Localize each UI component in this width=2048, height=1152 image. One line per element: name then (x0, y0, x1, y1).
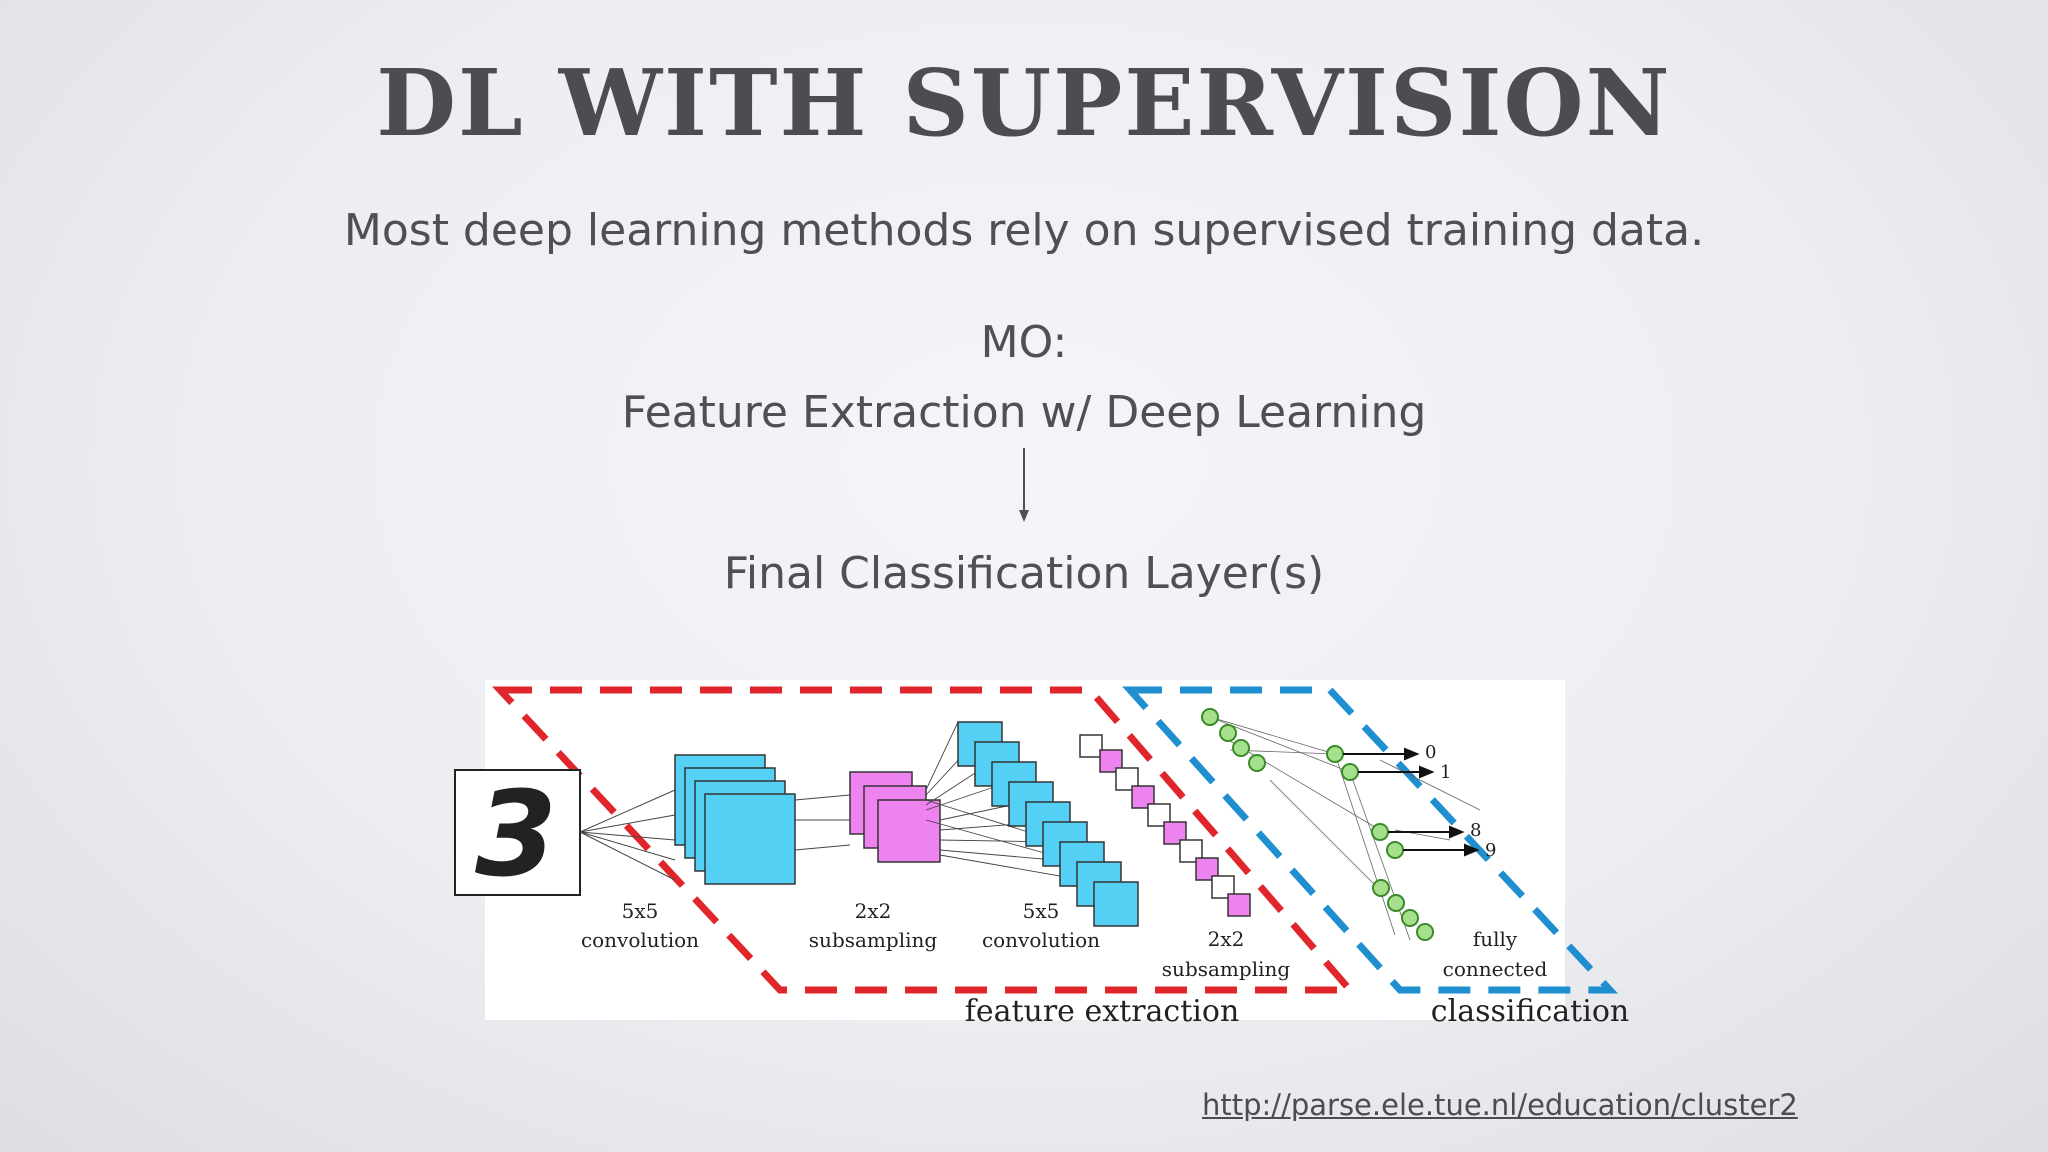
source-link[interactable]: http://parse.ele.tue.nl/education/cluste… (1202, 1088, 1798, 1122)
stage2-op-label: subsampling (809, 928, 938, 952)
conv1-connections (794, 794, 851, 851)
classification-boundary (1122, 686, 1619, 994)
down-arrow-icon (1019, 448, 1029, 522)
conv2-feature-maps (957, 721, 1139, 927)
slide-title: DL WITH SUPERVISION (376, 49, 1672, 157)
subsample1-feature-maps (849, 771, 941, 863)
input-digit: 3 (475, 765, 557, 903)
stage4-kernel-label: 2x2 (1208, 927, 1245, 951)
output-label-9: 9 (1485, 840, 1496, 861)
input-connections (579, 789, 676, 881)
stage3-op-label: convolution (982, 928, 1100, 952)
output-arrows (1343, 747, 1480, 857)
classification-caption: classification (1431, 994, 1629, 1029)
input-image (454, 769, 581, 896)
output-label-1: 1 (1440, 762, 1451, 783)
subsample2-feature-maps (1079, 734, 1251, 917)
stage1-kernel-label: 5x5 (622, 899, 659, 923)
stage3-kernel-label: 5x5 (1023, 899, 1060, 923)
stage2-kernel-label: 2x2 (855, 899, 892, 923)
diagram-background (485, 680, 1565, 1020)
classification-step: Final Classification Layer(s) (723, 548, 1325, 599)
stage1-op-label: convolution (581, 928, 699, 952)
slide-subtitle: Most deep learning methods rely on super… (343, 205, 1705, 256)
fc-neurons (1201, 708, 1434, 941)
feature-extraction-caption: feature extraction (965, 994, 1240, 1029)
stage5-kernel-label: fully (1473, 927, 1518, 951)
fc-connections (1209, 716, 1481, 941)
output-label-0: 0 (1425, 742, 1436, 763)
stage5-op-label: connected (1443, 957, 1548, 981)
mo-label: MO: (980, 317, 1068, 368)
feature-extraction-step: Feature Extraction w/ Deep Learning (621, 387, 1427, 438)
stage4-op-label: subsampling (1162, 957, 1291, 981)
output-label-8: 8 (1470, 820, 1481, 841)
conv1-feature-maps (674, 754, 796, 885)
cnn-architecture-diagram: 3 (454, 680, 1629, 1029)
